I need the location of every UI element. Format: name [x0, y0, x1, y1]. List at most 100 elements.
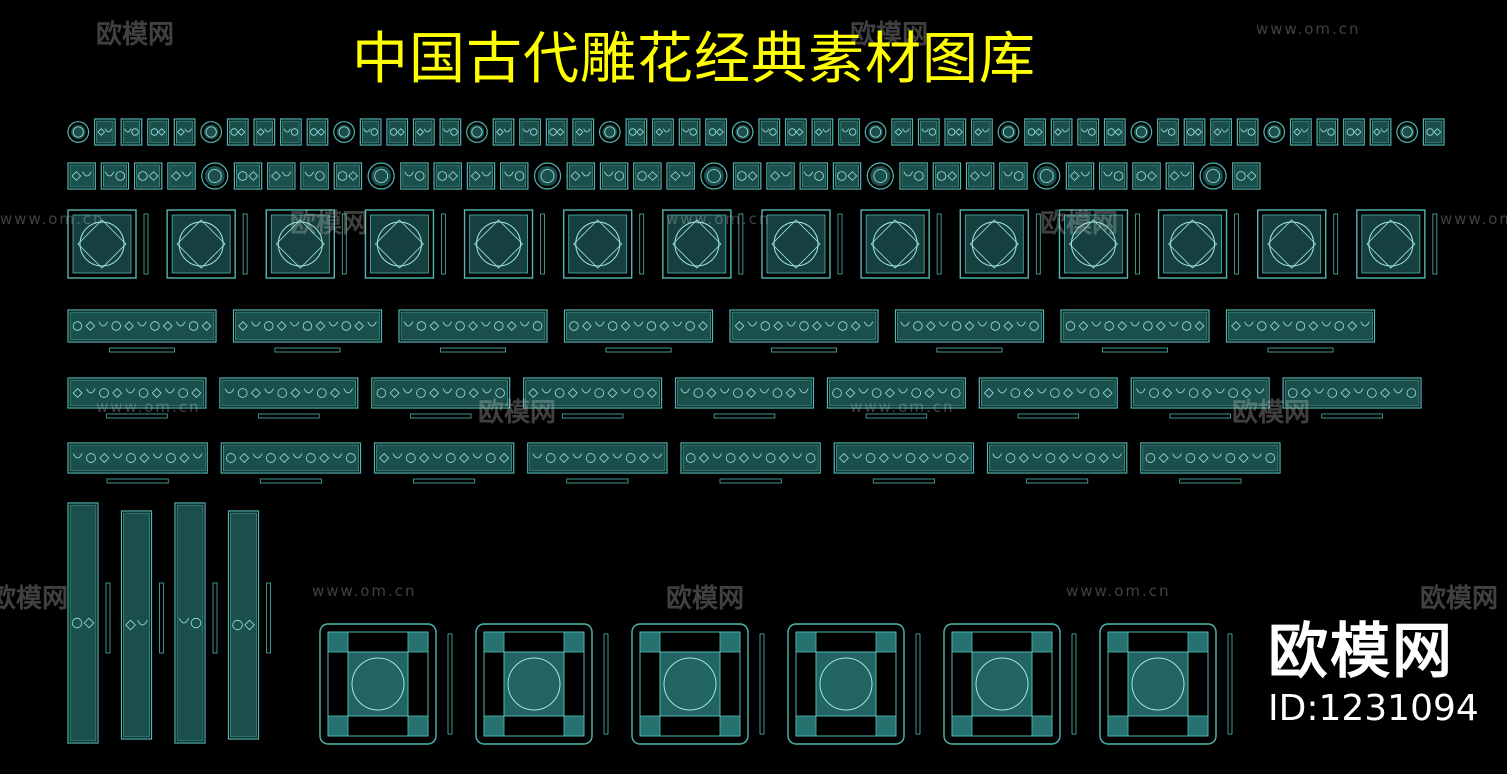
page-title: 中国古代雕花经典素材图库 — [352, 27, 1036, 92]
watermark-url: www.om.cn — [1256, 20, 1361, 38]
motif-small-tiles-r0-46 — [1289, 118, 1312, 146]
motif-small-tiles-r1-4 — [201, 162, 229, 190]
motif-square-panels-r2-7 — [761, 209, 843, 279]
motif-square-panels-r2-0 — [67, 209, 149, 279]
motif-small-tiles-r0-7 — [253, 118, 276, 146]
motif-long-borders-r3-5 — [894, 309, 1045, 353]
motif-long-borders-r5-1 — [220, 442, 362, 484]
motif-long-borders-r3-7 — [1225, 309, 1376, 353]
motif-small-tiles-r1-9 — [367, 162, 395, 190]
motif-small-tiles-r0-25 — [731, 121, 754, 143]
watermark-url: www.om.cn — [0, 210, 105, 228]
motif-square-panels-r2-5 — [563, 209, 645, 279]
motif-small-tiles-r0-37 — [1050, 118, 1073, 146]
motif-small-tiles-r1-33 — [1165, 162, 1195, 190]
watermark-url: www.om.cn — [850, 398, 955, 416]
watermark-logo: 欧模网 — [290, 209, 369, 239]
motif-small-tiles-r1-19 — [700, 162, 728, 190]
motif-long-borders-r4-3 — [523, 377, 663, 419]
motif-small-tiles-r0-11 — [359, 118, 382, 146]
motif-small-tiles-r0-21 — [625, 118, 648, 146]
motif-small-tiles-r0-20 — [598, 121, 621, 143]
motif-framed-squares-r7-5 — [1099, 623, 1233, 745]
motif-small-tiles-r1-8 — [333, 162, 363, 190]
motif-small-tiles-r0-40 — [1130, 121, 1153, 143]
brand-id: ID:1231094 — [1268, 688, 1479, 729]
motif-small-tiles-r1-7 — [300, 162, 329, 190]
motif-small-tiles-r1-2 — [133, 162, 163, 190]
motif-vertical-borders-r6-1 — [120, 510, 164, 740]
watermark-logo: 欧模网 — [850, 20, 929, 50]
motif-small-tiles-r0-5 — [200, 121, 223, 143]
motif-small-tiles-r1-35 — [1232, 162, 1261, 190]
motif-long-borders-r3-4 — [729, 309, 879, 353]
motif-small-tiles-r0-24 — [705, 118, 728, 146]
motif-small-tiles-r0-17 — [519, 118, 541, 146]
motif-small-tiles-r0-50 — [1396, 121, 1419, 143]
motif-small-tiles-r0-27 — [784, 118, 807, 146]
motif-small-tiles-r0-6 — [226, 118, 249, 146]
motif-small-tiles-r1-16 — [599, 162, 629, 190]
motif-small-tiles-r1-29 — [1033, 162, 1061, 190]
motif-small-tiles-r1-11 — [433, 162, 462, 190]
motif-small-tiles-r1-32 — [1132, 162, 1161, 190]
motif-small-tiles-r1-18 — [666, 162, 695, 190]
motif-long-borders-r4-7 — [1130, 377, 1270, 419]
motif-small-tiles-r0-35 — [997, 121, 1020, 143]
motif-long-borders-r5-2 — [373, 442, 515, 484]
motif-long-borders-r4-6 — [978, 377, 1118, 419]
motif-small-tiles-r1-3 — [167, 162, 196, 190]
motif-small-tiles-r1-1 — [100, 162, 130, 190]
motif-small-tiles-r1-6 — [267, 162, 296, 190]
brand-badge: 欧模网 ID:1231094 — [1268, 617, 1479, 731]
motif-square-panels-r2-8 — [860, 209, 942, 279]
watermark-url: www.om.cn — [666, 210, 771, 228]
motif-small-tiles-r0-45 — [1263, 121, 1286, 143]
motif-small-tiles-r1-15 — [566, 162, 596, 190]
watermark-logo: 欧模网 — [96, 20, 175, 50]
motif-small-tiles-r0-47 — [1316, 118, 1339, 146]
motif-small-tiles-r0-12 — [386, 118, 409, 146]
motif-small-tiles-r1-10 — [400, 162, 429, 190]
motif-square-panels-r2-6 — [662, 209, 744, 279]
motif-small-tiles-r0-22 — [652, 118, 674, 146]
motif-small-tiles-r0-10 — [333, 121, 355, 143]
motif-vertical-borders-r6-3 — [227, 510, 271, 740]
motif-long-borders-r3-2 — [398, 309, 548, 353]
motif-small-tiles-r1-24 — [866, 162, 894, 190]
motif-small-tiles-r0-16 — [492, 118, 515, 146]
watermark-url: www.om.cn — [1440, 210, 1507, 228]
motif-small-tiles-r0-33 — [944, 118, 967, 146]
motif-long-borders-r4-1 — [219, 377, 359, 419]
motif-long-borders-r4-0 — [67, 377, 207, 419]
watermark-url: www.om.cn — [96, 398, 201, 416]
watermark-logo: 欧模网 — [666, 584, 745, 614]
motif-small-tiles-r0-42 — [1183, 118, 1206, 146]
motif-small-tiles-r0-23 — [678, 118, 701, 146]
motif-long-borders-r5-6 — [986, 442, 1128, 484]
motif-small-tiles-r0-49 — [1369, 118, 1392, 146]
motif-long-borders-r4-4 — [674, 377, 815, 419]
motif-square-panels-r2-9 — [959, 209, 1041, 279]
motif-long-borders-r5-5 — [833, 442, 975, 484]
motif-small-tiles-r1-0 — [67, 162, 96, 190]
motif-small-tiles-r1-28 — [999, 162, 1028, 190]
motif-long-borders-r4-2 — [371, 377, 511, 419]
motif-square-panels-r2-1 — [166, 209, 248, 279]
motif-small-tiles-r0-3 — [147, 118, 169, 146]
motif-square-panels-r2-13 — [1356, 209, 1438, 279]
motif-long-borders-r5-7 — [1140, 442, 1281, 484]
motif-small-tiles-r1-5 — [233, 162, 263, 190]
motif-long-borders-r5-4 — [680, 442, 821, 484]
motif-small-tiles-r1-23 — [832, 162, 862, 190]
motif-small-tiles-r0-48 — [1343, 118, 1365, 146]
motif-vertical-borders-r6-0 — [67, 502, 111, 744]
motif-small-tiles-r0-2 — [120, 118, 143, 146]
motif-small-tiles-r0-29 — [838, 118, 860, 146]
motif-small-tiles-r0-19 — [572, 118, 595, 146]
motif-long-borders-r5-0 — [67, 442, 208, 484]
motif-small-tiles-r0-38 — [1077, 118, 1100, 146]
motif-long-borders-r3-3 — [563, 309, 714, 353]
motif-small-tiles-r1-21 — [766, 162, 795, 190]
